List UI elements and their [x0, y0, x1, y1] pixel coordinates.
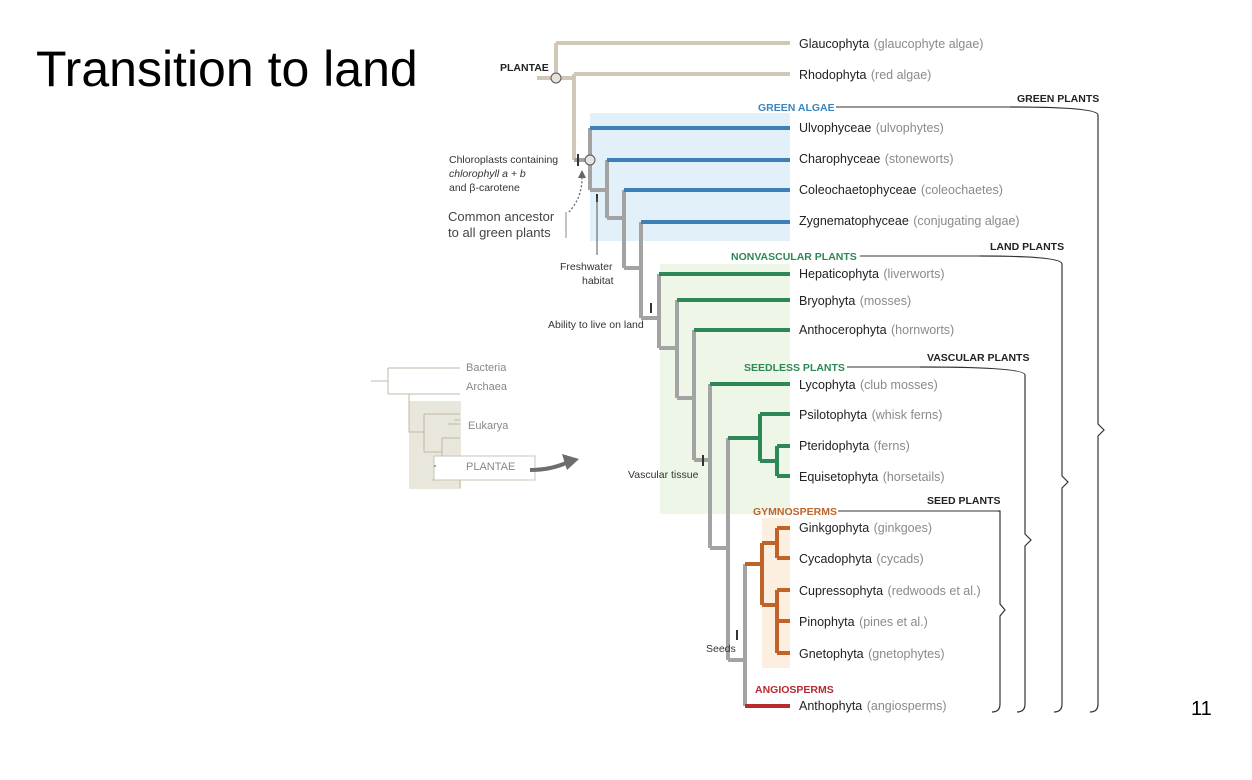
inset-arrow [529, 461, 567, 472]
plantae-root-label: PLANTAE [500, 62, 549, 74]
inset-label-bacteria: Bacteria [466, 362, 507, 374]
group-label-gymnosperms: GYMNOSPERMS [753, 506, 837, 518]
group-label-green-algae: GREEN ALGAE [758, 102, 835, 114]
group-label-seedless: SEEDLESS PLANTS [744, 362, 845, 374]
taxon-label: Gnetophyta (gnetophytes) [799, 645, 945, 662]
bracket-label-land-plants: LAND PLANTS [990, 241, 1064, 253]
taxon-label: Pteridophyta (ferns) [799, 437, 910, 454]
taxon-label: Equisetophyta (horsetails) [799, 468, 945, 485]
group-label-nonvascular: NONVASCULAR PLANTS [731, 251, 857, 263]
svg-text:chlorophyll a + b: chlorophyll a + b [449, 168, 526, 180]
taxon-label: Hepaticophyta (liverworts) [799, 265, 944, 282]
ancestor-pointer [568, 177, 583, 213]
taxon-label: Anthophyta (angiosperms) [799, 697, 947, 714]
taxon-label: Psilotophyta (whisk ferns) [799, 406, 942, 423]
ancestor-arrowhead [578, 170, 586, 178]
bracket-label-green-plants: GREEN PLANTS [1017, 93, 1099, 105]
taxon-label: Lycophyta (club mosses) [799, 376, 938, 393]
taxon-label: Cupressophyta (redwoods et al.) [799, 582, 981, 599]
taxon-label: Coleochaetophyceae (coleochaetes) [799, 181, 1003, 198]
main-trunk [574, 128, 747, 706]
early-branches [537, 41, 790, 160]
green-algae-branches [590, 126, 790, 224]
svg-text:Chloroplasts containing: Chloroplasts containing [449, 154, 558, 166]
gymnosperm-branches [745, 526, 790, 655]
common-ancestor-annotation: Common ancestor to all green plants [448, 209, 555, 240]
seeds-annotation: Seeds [706, 643, 736, 655]
inset-arrowhead [562, 454, 579, 470]
character-ticks [577, 154, 738, 640]
taxon-label: Charophyceae (stoneworts) [799, 150, 954, 167]
green-plants-node [584, 154, 596, 166]
svg-text:to all green plants: to all green plants [448, 225, 551, 240]
taxon-labels: Glaucophyta (glaucophyte algae) Rhodophy… [799, 35, 1020, 714]
svg-text:habitat: habitat [582, 275, 614, 287]
page-number: 11 [1191, 698, 1212, 720]
bracket-label-seed-plants: SEED PLANTS [927, 495, 1001, 507]
taxon-label: Ginkgophyta (ginkgoes) [799, 519, 932, 536]
bracket-label-vascular-plants: VASCULAR PLANTS [927, 352, 1029, 364]
taxon-label: Ulvophyceae (ulvophytes) [799, 119, 944, 136]
chloroplast-annotation: Chloroplasts containing chlorophyll a + … [449, 154, 558, 194]
taxon-label: Bryophyta (mosses) [799, 292, 911, 309]
inset-label-archaea: Archaea [466, 381, 508, 393]
inset-label-eukarya: Eukarya [468, 420, 509, 432]
clade-brackets [919, 106, 1105, 713]
land-annotation: Ability to live on land [548, 319, 644, 331]
svg-text:Freshwater: Freshwater [560, 261, 613, 273]
svg-text:and β-carotene: and β-carotene [449, 182, 520, 194]
taxon-label: Zygnematophyceae (conjugating algae) [799, 212, 1020, 229]
taxon-label: Anthocerophyta (hornworts) [799, 321, 954, 338]
plantae-node [550, 72, 562, 84]
taxon-label: Rhodophyta (red algae) [799, 66, 931, 83]
svg-text:Common ancestor: Common ancestor [448, 209, 555, 224]
freshwater-annotation: Freshwater habitat [560, 261, 614, 287]
taxon-label: Cycadophyta (cycads) [799, 550, 924, 567]
inset-label-plantae: PLANTAE [466, 461, 515, 473]
slide-title: Transition to land [36, 41, 418, 97]
land-plant-branches [659, 272, 790, 478]
taxon-label: Glaucophyta (glaucophyte algae) [799, 35, 983, 52]
land-plants-background [660, 264, 790, 514]
tree-of-life-inset: Bacteria Archaea Eukarya PLANTAE [371, 362, 579, 489]
group-label-angiosperms: ANGIOSPERMS [755, 684, 834, 696]
vascular-annotation: Vascular tissue [628, 469, 699, 481]
taxon-label: Pinophyta (pines et al.) [799, 613, 928, 630]
